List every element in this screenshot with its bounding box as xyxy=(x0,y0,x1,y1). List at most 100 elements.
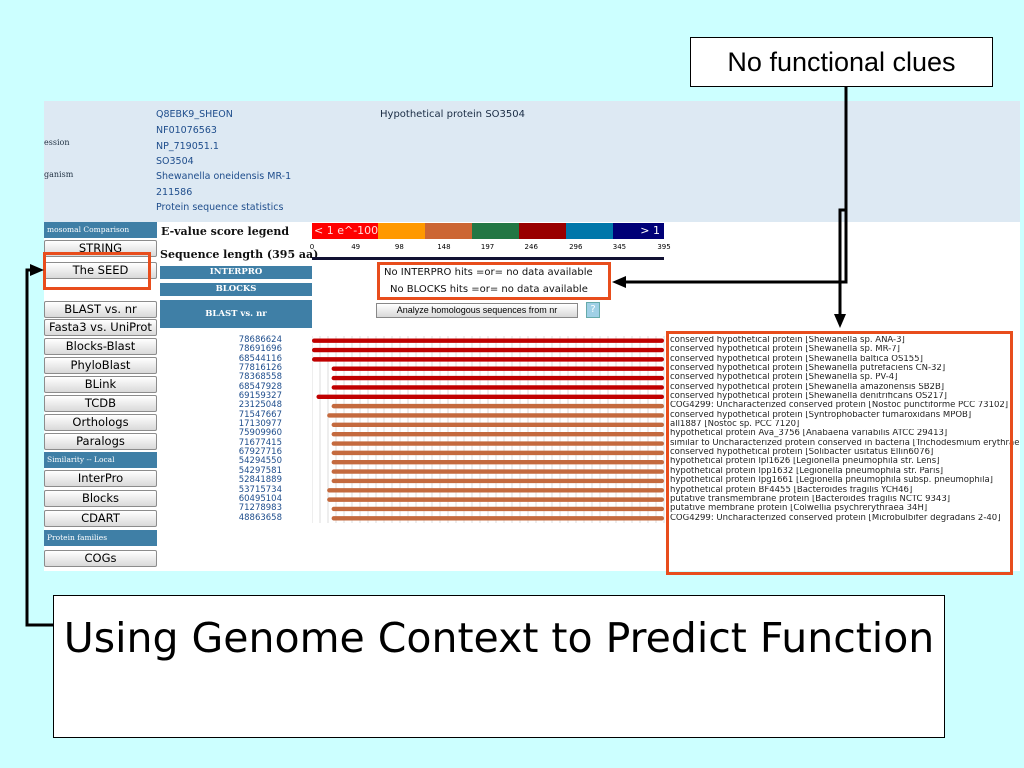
hit-description[interactable]: conserved hypothetical protein [Shewanel… xyxy=(670,354,923,364)
info-value[interactable]: SO3504 xyxy=(156,156,194,167)
hit-bar[interactable] xyxy=(331,450,664,456)
hit-id-link[interactable]: 68544116 xyxy=(238,353,282,364)
hit-bar[interactable] xyxy=(327,488,664,493)
info-label: ession xyxy=(44,138,70,147)
hit-id-link[interactable]: 53715734 xyxy=(238,484,282,495)
hit-bar[interactable] xyxy=(331,506,664,512)
hit-bar[interactable] xyxy=(331,469,664,474)
hit-bar[interactable] xyxy=(331,422,664,428)
sidebar-button[interactable]: Blocks xyxy=(44,490,157,507)
hit-bar[interactable] xyxy=(312,357,664,362)
slide-title: Using Genome Context to Predict Function xyxy=(53,595,945,738)
sidebar-button[interactable]: PhyloBlast xyxy=(44,357,157,374)
info-value[interactable]: 211586 xyxy=(156,187,193,198)
evalue-legend-segment xyxy=(519,223,567,239)
hit-bar[interactable] xyxy=(331,460,664,465)
hit-description[interactable]: hypothetical protein lpg1661 [Legionella… xyxy=(670,476,993,486)
evalue-legend-segment: < 1 e^-100 xyxy=(312,223,379,239)
hit-id-link[interactable]: 60495104 xyxy=(238,493,282,504)
info-value[interactable]: NF01076563 xyxy=(156,125,217,136)
hit-bar[interactable] xyxy=(331,516,664,521)
hit-id-link[interactable]: 75909960 xyxy=(238,428,282,439)
hit-id-link[interactable]: 17130977 xyxy=(238,419,282,430)
info-label: ganism xyxy=(44,170,74,179)
hit-description[interactable]: conserved hypothetical protein [Shewanel… xyxy=(670,345,900,355)
hit-id-link[interactable]: 77816126 xyxy=(238,363,282,374)
sidebar-button[interactable]: Orthologs xyxy=(44,414,157,431)
hit-bar[interactable] xyxy=(327,497,664,502)
hit-id-link[interactable]: 69159327 xyxy=(238,391,282,402)
hit-bar[interactable] xyxy=(331,385,664,390)
sidebar-heading: mosomal Comparison xyxy=(44,222,157,238)
hit-bar[interactable] xyxy=(331,366,664,371)
blast-hit-bars xyxy=(312,336,665,523)
no-blocks-text: No BLOCKS hits =or= no data available xyxy=(390,284,588,295)
hit-id-link[interactable]: 71547667 xyxy=(238,409,282,420)
hit-id-link[interactable]: 67927716 xyxy=(238,447,282,458)
info-value[interactable]: Shewanella oneidensis MR-1 xyxy=(156,171,292,182)
hit-id-link[interactable]: 54294550 xyxy=(238,456,282,467)
hit-description[interactable]: putative transmembrane protein [Bacteroi… xyxy=(670,494,951,504)
sidebar-button[interactable]: BLink xyxy=(44,376,157,393)
hit-bar[interactable] xyxy=(312,338,664,343)
hit-description[interactable]: hypothetical protein lpl1626 [Legionella… xyxy=(670,457,940,467)
analyze-homologs-button[interactable]: Analyze homologous sequences from nr xyxy=(376,303,578,318)
hit-id-link[interactable]: 78686624 xyxy=(238,335,282,345)
hit-description[interactable]: COG4299: Uncharacterized conserved prote… xyxy=(670,513,1001,523)
hit-id-link[interactable]: 71677415 xyxy=(238,437,282,448)
sidebar-heading: Protein families xyxy=(44,530,157,546)
hit-bar[interactable] xyxy=(331,403,664,409)
the-seed-highlight xyxy=(43,252,151,290)
info-value[interactable]: Q8EBK9_SHEON xyxy=(156,109,233,120)
hit-id-link[interactable]: 71278983 xyxy=(238,503,282,514)
hit-description[interactable]: all1887 [Nostoc sp. PCC 7120] xyxy=(670,420,800,430)
hit-id-link[interactable]: 23125048 xyxy=(238,400,282,411)
hit-description[interactable]: hypothetical protein lpp1632 [Legionella… xyxy=(670,466,944,476)
info-value[interactable]: Protein sequence statistics xyxy=(156,202,284,213)
axis-tick-label: 395 xyxy=(657,243,671,251)
hit-id-link[interactable]: 54297581 xyxy=(238,465,282,476)
hit-description[interactable]: hypothetical protein BF4455 [Bacteroides… xyxy=(670,485,913,495)
sidebar-button[interactable]: BLAST vs. nr xyxy=(44,301,157,318)
hit-id-link[interactable]: 78368558 xyxy=(238,372,282,383)
hit-bar[interactable] xyxy=(331,441,664,446)
axis-tick-label: 197 xyxy=(480,243,495,251)
sidebar-button[interactable]: InterPro xyxy=(44,470,157,487)
hit-bar[interactable] xyxy=(331,478,664,484)
hit-id-link[interactable]: 78691696 xyxy=(238,344,282,355)
evalue-legend-segment xyxy=(472,223,520,239)
sidebar-button[interactable]: Paralogs xyxy=(44,433,157,450)
sidebar-button[interactable]: TCDB xyxy=(44,395,157,412)
hit-bar[interactable] xyxy=(316,394,664,399)
evalue-legend-segment xyxy=(566,223,614,239)
sidebar-button[interactable]: Fasta3 vs. UniProt xyxy=(44,319,157,336)
hit-id-link[interactable]: 48863658 xyxy=(238,512,282,523)
hit-description[interactable]: conserved hypothetical protein [Solibact… xyxy=(670,448,934,458)
hit-id-link[interactable]: 68547928 xyxy=(238,381,282,392)
hit-description[interactable]: putative membrane protein [Colwellia psy… xyxy=(670,504,928,514)
hit-bar[interactable] xyxy=(327,413,664,418)
sidebar-button[interactable]: Blocks-Blast xyxy=(44,338,157,355)
hit-description[interactable]: conserved hypothetical protein [Shewanel… xyxy=(670,336,905,345)
hit-bar[interactable] xyxy=(331,431,664,437)
sidebar-button[interactable]: COGs xyxy=(44,550,157,567)
hit-description[interactable]: conserved hypothetical protein [Shewanel… xyxy=(670,382,945,392)
hit-description[interactable]: hypothetical protein Ava_3756 [Anabaena … xyxy=(670,429,948,439)
hit-description[interactable]: conserved hypothetical protein [Shewanel… xyxy=(670,364,946,374)
sidebar-button[interactable]: CDART xyxy=(44,510,157,527)
hit-bar[interactable] xyxy=(331,375,664,381)
hit-description[interactable]: conserved hypothetical protein [Syntroph… xyxy=(670,410,972,420)
hit-id-link[interactable]: 52841889 xyxy=(238,475,282,486)
help-button[interactable]: ? xyxy=(586,302,600,318)
evalue-legend-bar: < 1 e^-100> 1 xyxy=(312,223,664,239)
hit-description[interactable]: conserved hypothetical protein [Shewanel… xyxy=(670,373,898,383)
info-value[interactable]: NP_719051.1 xyxy=(156,141,219,152)
hit-description[interactable]: conserved hypothetical protein [Shewanel… xyxy=(670,392,947,402)
hit-description[interactable]: similar to Uncharacterized protein conse… xyxy=(670,438,1020,448)
hit-description[interactable]: COG4299: Uncharacterized conserved prote… xyxy=(670,401,1009,411)
evalue-legend-title: E-value score legend xyxy=(161,225,290,238)
hit-bar[interactable] xyxy=(312,347,664,353)
protein-description: Hypothetical protein SO3504 xyxy=(380,109,525,120)
